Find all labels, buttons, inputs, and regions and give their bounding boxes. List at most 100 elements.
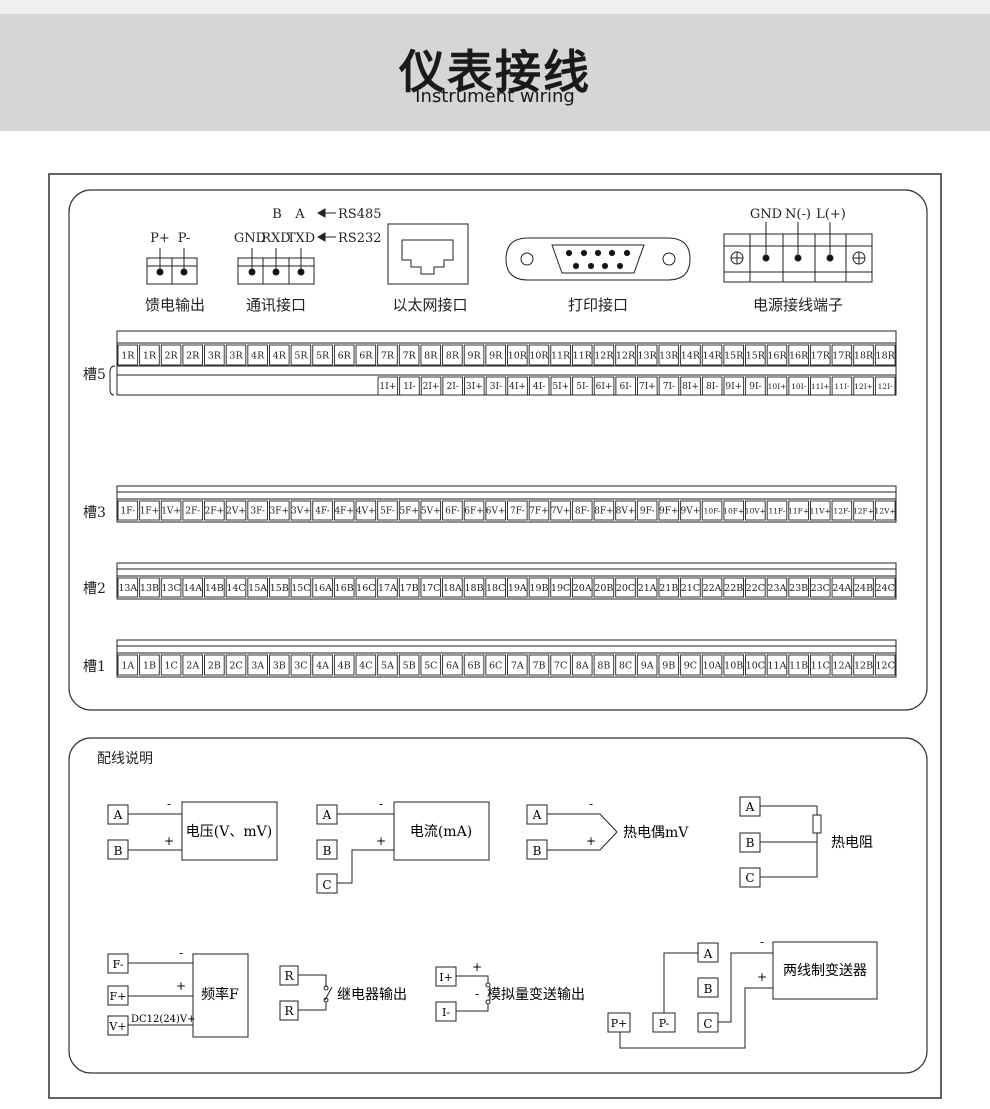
plus-sign: +	[176, 979, 186, 993]
terminal-cell-label: 11B	[789, 660, 808, 671]
terminal-cell	[571, 500, 593, 521]
term-b: B	[114, 844, 123, 858]
terminal-cell	[355, 344, 377, 366]
term-b: B	[323, 844, 332, 858]
terminal-cell-label: 2I+	[423, 382, 440, 392]
terminal-cell-label: 16R	[767, 350, 787, 361]
terminal-cell-label: 11V+	[810, 507, 831, 516]
terminal-cell-label: 7F+	[529, 507, 549, 517]
print-label: 打印接口	[568, 296, 628, 314]
terminal-cell-label: 2F-	[185, 507, 200, 517]
slot5-label: 槽5	[83, 367, 106, 383]
slot3-terminal-block	[116, 485, 897, 523]
terminal-cell-label: 9F+	[659, 507, 679, 517]
terminal-cell	[831, 577, 853, 598]
terminal-cell-label: 4V+	[356, 507, 376, 517]
terminal-cell-label: 6C	[489, 660, 502, 671]
terminal-cell-label: 3I-	[490, 382, 502, 392]
terminal-cell	[377, 577, 398, 598]
terminal-cell-label: 14B	[205, 583, 224, 594]
terminal-cell-label: 21A	[638, 583, 657, 594]
terminal-cell-label: 1F+	[140, 507, 160, 517]
terminal-cell-label: 8C	[619, 660, 632, 671]
terminal-cell-label: 21C	[681, 583, 700, 594]
terminal-cell	[204, 344, 225, 366]
terminal-cell	[658, 376, 680, 396]
terminal-cell-label: 1B	[143, 660, 156, 671]
terminal-cell	[290, 577, 312, 598]
terminal-cell	[874, 376, 896, 396]
terminal-cell-label: 24B	[854, 583, 873, 594]
terminal-cell	[550, 500, 571, 521]
terminal-cell	[528, 577, 550, 598]
terminal-cell	[507, 344, 528, 366]
terminal-cell-label: 12C	[876, 660, 895, 671]
terminal-cell-label: 10V+	[745, 507, 766, 516]
terminal-cell	[550, 344, 571, 366]
plus-sign: +	[757, 970, 767, 984]
terminal-cell-label: 9I-	[749, 382, 761, 392]
terminal-cell-label: 7I+	[639, 382, 656, 392]
terminal-cell-label: 10F+	[723, 507, 744, 516]
terminal-cell	[377, 376, 399, 396]
terminal-cell	[766, 654, 788, 676]
power-feed-connector: P+ P-	[146, 231, 198, 285]
terminal-cell-label: 10C	[746, 660, 765, 671]
terminal-cell	[377, 500, 398, 521]
terminal-cell-label: 7B	[532, 660, 545, 671]
terminal-cell-label: 1I-	[403, 382, 415, 392]
terminal-cell	[636, 654, 658, 676]
terminal-cell	[874, 654, 896, 676]
terminal-cell-label: 20B	[594, 583, 613, 594]
terminal-cell-label: 5C	[424, 660, 437, 671]
terminal-cell-label: 19A	[508, 583, 527, 594]
terminal-cell-label: 22A	[703, 583, 722, 594]
terminal-cell	[788, 344, 809, 366]
terminal-cell-label: 2C	[229, 660, 242, 671]
terminal-cell-label: 5R	[294, 350, 308, 361]
minus-sign: -	[475, 987, 479, 1001]
pin-label: GND	[750, 207, 782, 222]
outer-frame	[48, 173, 942, 1099]
terminal-cell	[658, 344, 680, 366]
terminal-cell	[507, 376, 528, 396]
terminal-cell	[355, 654, 377, 676]
terminal-cell	[485, 376, 507, 396]
terminal-cell	[247, 654, 268, 676]
term-b: B	[533, 844, 542, 858]
terminal-cell-label: 7C	[554, 660, 567, 671]
terminal-cell-label: 12F+	[853, 507, 874, 516]
terminal-cell	[485, 577, 506, 598]
term-f-minus: F-	[113, 958, 124, 971]
terminal-cell-label: 17B	[400, 583, 419, 594]
term-c: C	[322, 878, 331, 892]
terminal-cell-label: 2B	[208, 660, 221, 671]
terminal-cell-label: 3I+	[466, 382, 483, 392]
terminal-cell	[658, 500, 680, 521]
terminal-cell	[463, 654, 485, 676]
terminal-cell-label: 16A	[313, 583, 332, 594]
terminal-cell	[745, 500, 766, 521]
terminal-cell-label: 2F+	[205, 507, 225, 517]
terminal-cell-label: 23B	[789, 583, 808, 594]
terminal-cell-label: 13R	[638, 350, 658, 361]
terminal-cell	[528, 654, 550, 676]
terminal-cell-label: 3A	[251, 660, 264, 671]
terminal-cell	[117, 344, 139, 366]
terminal-cell-label: 11C	[811, 660, 830, 671]
terminal-cell	[593, 500, 615, 521]
terminal-cell	[398, 344, 420, 366]
plus-sign: +	[376, 834, 386, 848]
slot5-lower-row: 1I+1I-2I+2I-3I+3I-4I+4I-5I+5I-6I+6I-7I+7…	[377, 376, 896, 396]
terminal-cell-label: 11F+	[788, 507, 809, 516]
slot1-label: 槽1	[83, 659, 106, 675]
terminal-cell-label: 7R	[403, 350, 417, 361]
terminal-cell-label: 10I-	[791, 382, 807, 391]
term-i-minus: I-	[442, 1006, 450, 1019]
terminal-cell-label: 6V+	[486, 507, 506, 517]
terminal-cell	[680, 577, 701, 598]
terminal-cell	[680, 376, 701, 396]
comm-connector: B A RS485 GND RXD TXD RS232	[234, 207, 382, 285]
terminal-cell-label: 2R	[186, 350, 200, 361]
